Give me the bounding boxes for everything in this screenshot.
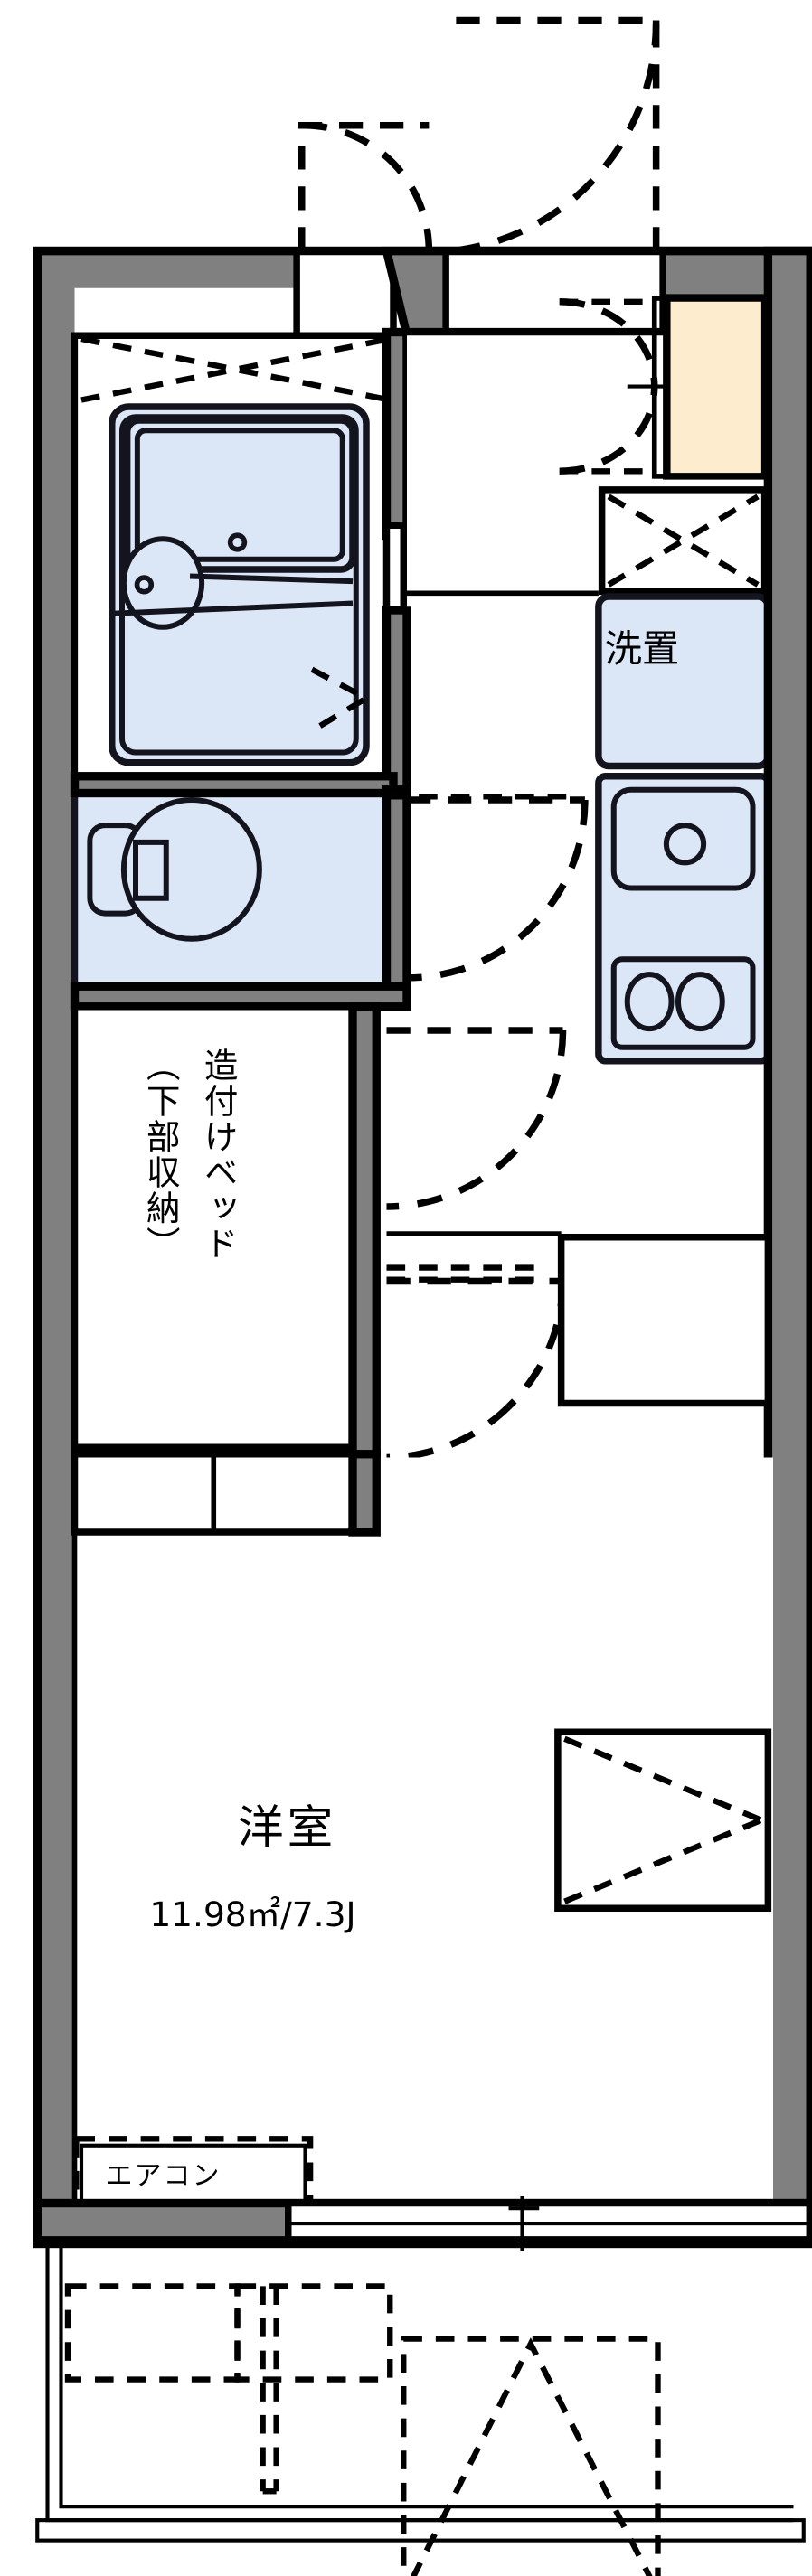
bath-fixtures <box>109 403 373 766</box>
bath-corridor-wall <box>382 327 411 798</box>
gas-stove <box>610 956 756 1050</box>
balcony-feature-b <box>234 2283 393 2383</box>
kitchen-sink <box>610 786 756 891</box>
envelope-outline <box>33 246 812 2245</box>
toilet-door-swing <box>406 796 589 982</box>
toilet-walls <box>70 772 411 1011</box>
stove-burner-right-icon <box>675 972 725 1032</box>
sink-drain-icon <box>663 823 707 866</box>
bath-window-symbol <box>80 335 391 403</box>
toilet-bowl <box>120 797 262 942</box>
stove-burner-left-icon <box>624 972 675 1032</box>
entrance-area <box>407 295 773 607</box>
main-room <box>71 1450 773 2204</box>
misc-dashed-annotations <box>386 794 577 1283</box>
washbasin-drain-icon <box>134 575 155 595</box>
balcony-partition <box>401 2336 661 2576</box>
bathtub <box>123 417 356 573</box>
built-in-bed-storage <box>71 1003 364 1451</box>
toilet-room <box>71 786 393 997</box>
entrance-tile <box>663 295 769 480</box>
bathtub-drain-icon <box>227 532 248 552</box>
washbasin <box>120 536 205 630</box>
shoe-box <box>598 486 769 596</box>
bath-door-swing-top <box>298 121 433 251</box>
room-window <box>554 1728 772 1912</box>
storage-right-wall <box>348 1002 381 1461</box>
kitchen-right-wall <box>763 246 812 2245</box>
washer-space <box>595 593 772 770</box>
entrance-door-swing <box>452 16 660 255</box>
corridor-closet <box>557 1234 772 1407</box>
kitchen-counter <box>595 773 772 1065</box>
balcony <box>35 2243 806 2576</box>
